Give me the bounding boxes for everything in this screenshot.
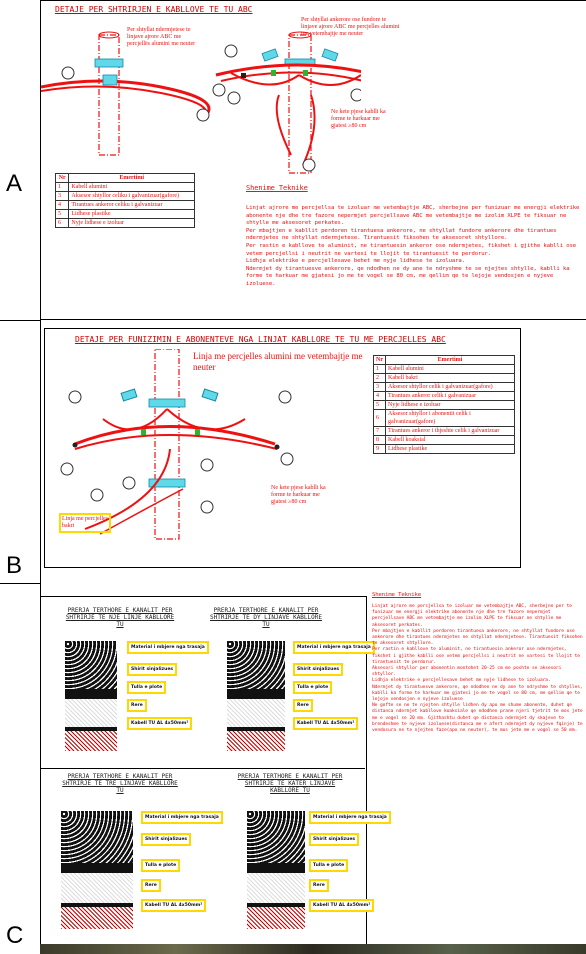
label-sand: Rere: [141, 879, 161, 892]
legend-nr: 9: [373, 444, 386, 454]
tech-paragraph: Per rastin e kabllove te aluminit, ne ti…: [246, 242, 577, 257]
trench-four-lines: [247, 811, 305, 929]
section-label-c: C: [6, 922, 24, 949]
tech-paragraph: Per mbajtjen e kabllit perdoren tirantue…: [372, 628, 583, 647]
legend-name: Tirantues ankeror celiku i galvanizuar: [68, 200, 195, 210]
label-backfill: Material i mbjere nga trasaja: [309, 811, 391, 824]
legend-name: Aksesor shtyllor i abonentit celik i gal…: [385, 409, 515, 427]
panel-a-drawing: [41, 31, 361, 174]
panel-a-note-anchor: Per shtyllat ankerore ose fundore te lin…: [301, 17, 400, 37]
trench-three-lines: [61, 811, 133, 929]
legend-nr: 7: [373, 426, 386, 436]
legend-name: Kabell alumini: [385, 364, 515, 374]
tech-paragraph: Ne gofte se ne te njejten shtylle lidhen…: [372, 703, 583, 734]
legend-nr: 1: [54, 182, 70, 192]
legend-name: Aksesor shtyllor celiku i galvanizuar(ga…: [68, 191, 195, 201]
panel-a-tech-heading: Shenime Teknike: [246, 184, 308, 192]
legend-nr: 4: [54, 200, 70, 210]
label-brick: Tulla e plote: [141, 859, 181, 872]
panel-a-note-loop: Ne kete pjese kablli ka forme te harkuar…: [331, 109, 386, 129]
label-warning-tape: Shirit sinjalizues: [293, 663, 344, 676]
panel-c-tech-notes: Linjat ajrore me percjellsa te izoluar m…: [372, 604, 584, 734]
legend-name: Tirantues ankeror i thjeshte celik i gal…: [385, 426, 515, 436]
legend-name: Aksesor shtyllor celik i galvanizuar(gaf…: [385, 382, 515, 392]
section-band: [0, 0, 41, 954]
panel-c: PRERJA TERTHORE E KANALIT PER SHTRIRJE T…: [40, 596, 391, 946]
panel-c-divider: [40, 768, 365, 769]
photo-strip: [40, 944, 586, 954]
panel-b-note-copper: Linja me percjelles bakri: [59, 513, 111, 533]
panel-a-title: DETAJE PER SHTRIRJEN E KABLLOVE TE TU AB…: [55, 5, 253, 14]
legend-nr: 8: [373, 435, 386, 445]
section-label-b: B: [6, 552, 23, 579]
label-brick: Tulla e plote: [309, 859, 349, 872]
legend-header-nr: Nr: [373, 355, 386, 365]
label-warning-tape: Shirit sinjalizues: [309, 833, 360, 846]
tech-paragraph: Lidhja elektrike e percjellesave behet m…: [246, 258, 465, 265]
panel-b-title: DETAJE PER FUNIZIMIN E ABONENTEVE NGA LI…: [75, 335, 446, 344]
label-cable: Kabell TU AL 4x50mm²: [127, 717, 193, 730]
legend-name: Kabell koaksial: [385, 435, 515, 445]
label-sand: Rere: [293, 699, 313, 712]
section-title: PRERJA TERTHORE E KANALIT PER SHTRIRJE T…: [210, 607, 322, 628]
label-cable: Kabell TU AL 4x50mm²: [141, 899, 207, 912]
legend-nr: 3: [373, 382, 386, 392]
panel-a-tech-notes: Linjat ajrore me percjellsa te izoluar m…: [246, 205, 584, 289]
legend-name: Kabell alumini: [68, 182, 195, 192]
tech-paragraph: Aksesori shtyllor per abonentin montohet…: [372, 666, 562, 678]
label-backfill: Material i mbjere nga trasaja: [141, 811, 223, 824]
section-title: PRERJA TERTHORE E KANALIT PER SHTRIRJE T…: [65, 607, 175, 628]
legend-nr: 1: [373, 364, 386, 374]
panel-a: DETAJE PER SHTRIRJEN E KABLLOVE TE TU AB…: [40, 0, 586, 320]
tech-paragraph: Ndermjet dy tirantuesve ankerore, qe ndo…: [372, 684, 583, 703]
legend-nr: 6: [373, 409, 386, 427]
panel-b: DETAJE PER FUNIZIMIN E ABONENTEVE NGA LI…: [44, 328, 521, 568]
trench-two-lines: [227, 641, 285, 751]
legend-nr: 6: [54, 218, 70, 228]
section-label-a: A: [6, 170, 23, 197]
legend-name: Lidhese plastike: [68, 209, 195, 219]
legend-nr: 3: [54, 191, 70, 201]
label-backfill: Material i mbjere nga trasaja: [127, 641, 209, 654]
legend-header-name: Emertimi: [385, 355, 515, 365]
tech-paragraph: Linjat ajrore me percjellsa te izoluar m…: [246, 205, 580, 227]
panel-b-note-loop: Ne kete pjese kablli ka forme te harkuar…: [271, 485, 326, 505]
legend-name: Lidhese plastike: [385, 444, 515, 454]
legend-header-nr: Nr: [54, 173, 70, 183]
label-warning-tape: Shirit sinjalizues: [127, 663, 178, 676]
tech-paragraph: Lidhja elektrike e percjellesave behet m…: [372, 678, 551, 684]
label-cable: Kabell TU AL 4x50mm²: [309, 899, 375, 912]
label-brick: Tulla e plote: [127, 681, 167, 694]
legend-header-name: Emertimi: [68, 173, 195, 183]
section-title: PRERJA TERTHORE E KANALIT PER SHTRIRJE T…: [62, 773, 178, 794]
label-backfill: Material i mbjere nga trasaja: [293, 641, 375, 654]
label-sand: Rere: [309, 879, 329, 892]
tech-paragraph: Linjat ajrore me percjellsa te izoluar m…: [372, 604, 572, 628]
tech-paragraph: Per mbajtjen e kabllit perdoren tirantue…: [246, 227, 557, 242]
panel-b-subtitle: Linja me percjelles alumini me vetembajt…: [193, 351, 363, 372]
label-brick: Tulla e plote: [293, 681, 333, 694]
band-divider: [0, 320, 40, 321]
tech-paragraph: Per rastin e kabllove te aluminit, ne ti…: [372, 647, 580, 665]
label-cable: Kabell TU AL 4x50mm²: [293, 717, 359, 730]
label-sand: Rere: [127, 699, 147, 712]
tech-paragraph: Ndermjet dy tirantuesve ankerore, qe ndo…: [246, 265, 570, 287]
legend-name: Nyje lidhese e izoluar: [385, 400, 515, 410]
panel-a-note-intermediate: Per shtyllat ndermjetese te linjave ajro…: [127, 27, 196, 47]
trench-one-line: [65, 641, 117, 751]
legend-name: Tirantues ankeror celik i galvanizuar: [385, 391, 515, 401]
legend-name: Nyje lidhese e izoluar: [68, 218, 195, 228]
legend-name: Kabell bakri: [385, 373, 515, 383]
label-warning-tape: Shirit sinjalizues: [141, 833, 192, 846]
legend-nr: 2: [373, 373, 386, 383]
section-title: PRERJA TERTHORE E KANALIT PER SHTRIRJE T…: [237, 773, 343, 794]
panel-c-tech-heading: Shenime Teknike: [372, 592, 422, 598]
legend-nr: 5: [54, 209, 70, 219]
legend-nr: 5: [373, 400, 386, 410]
legend-nr: 4: [373, 391, 386, 401]
band-divider: [0, 583, 40, 584]
panel-b-drawing: [60, 349, 294, 540]
